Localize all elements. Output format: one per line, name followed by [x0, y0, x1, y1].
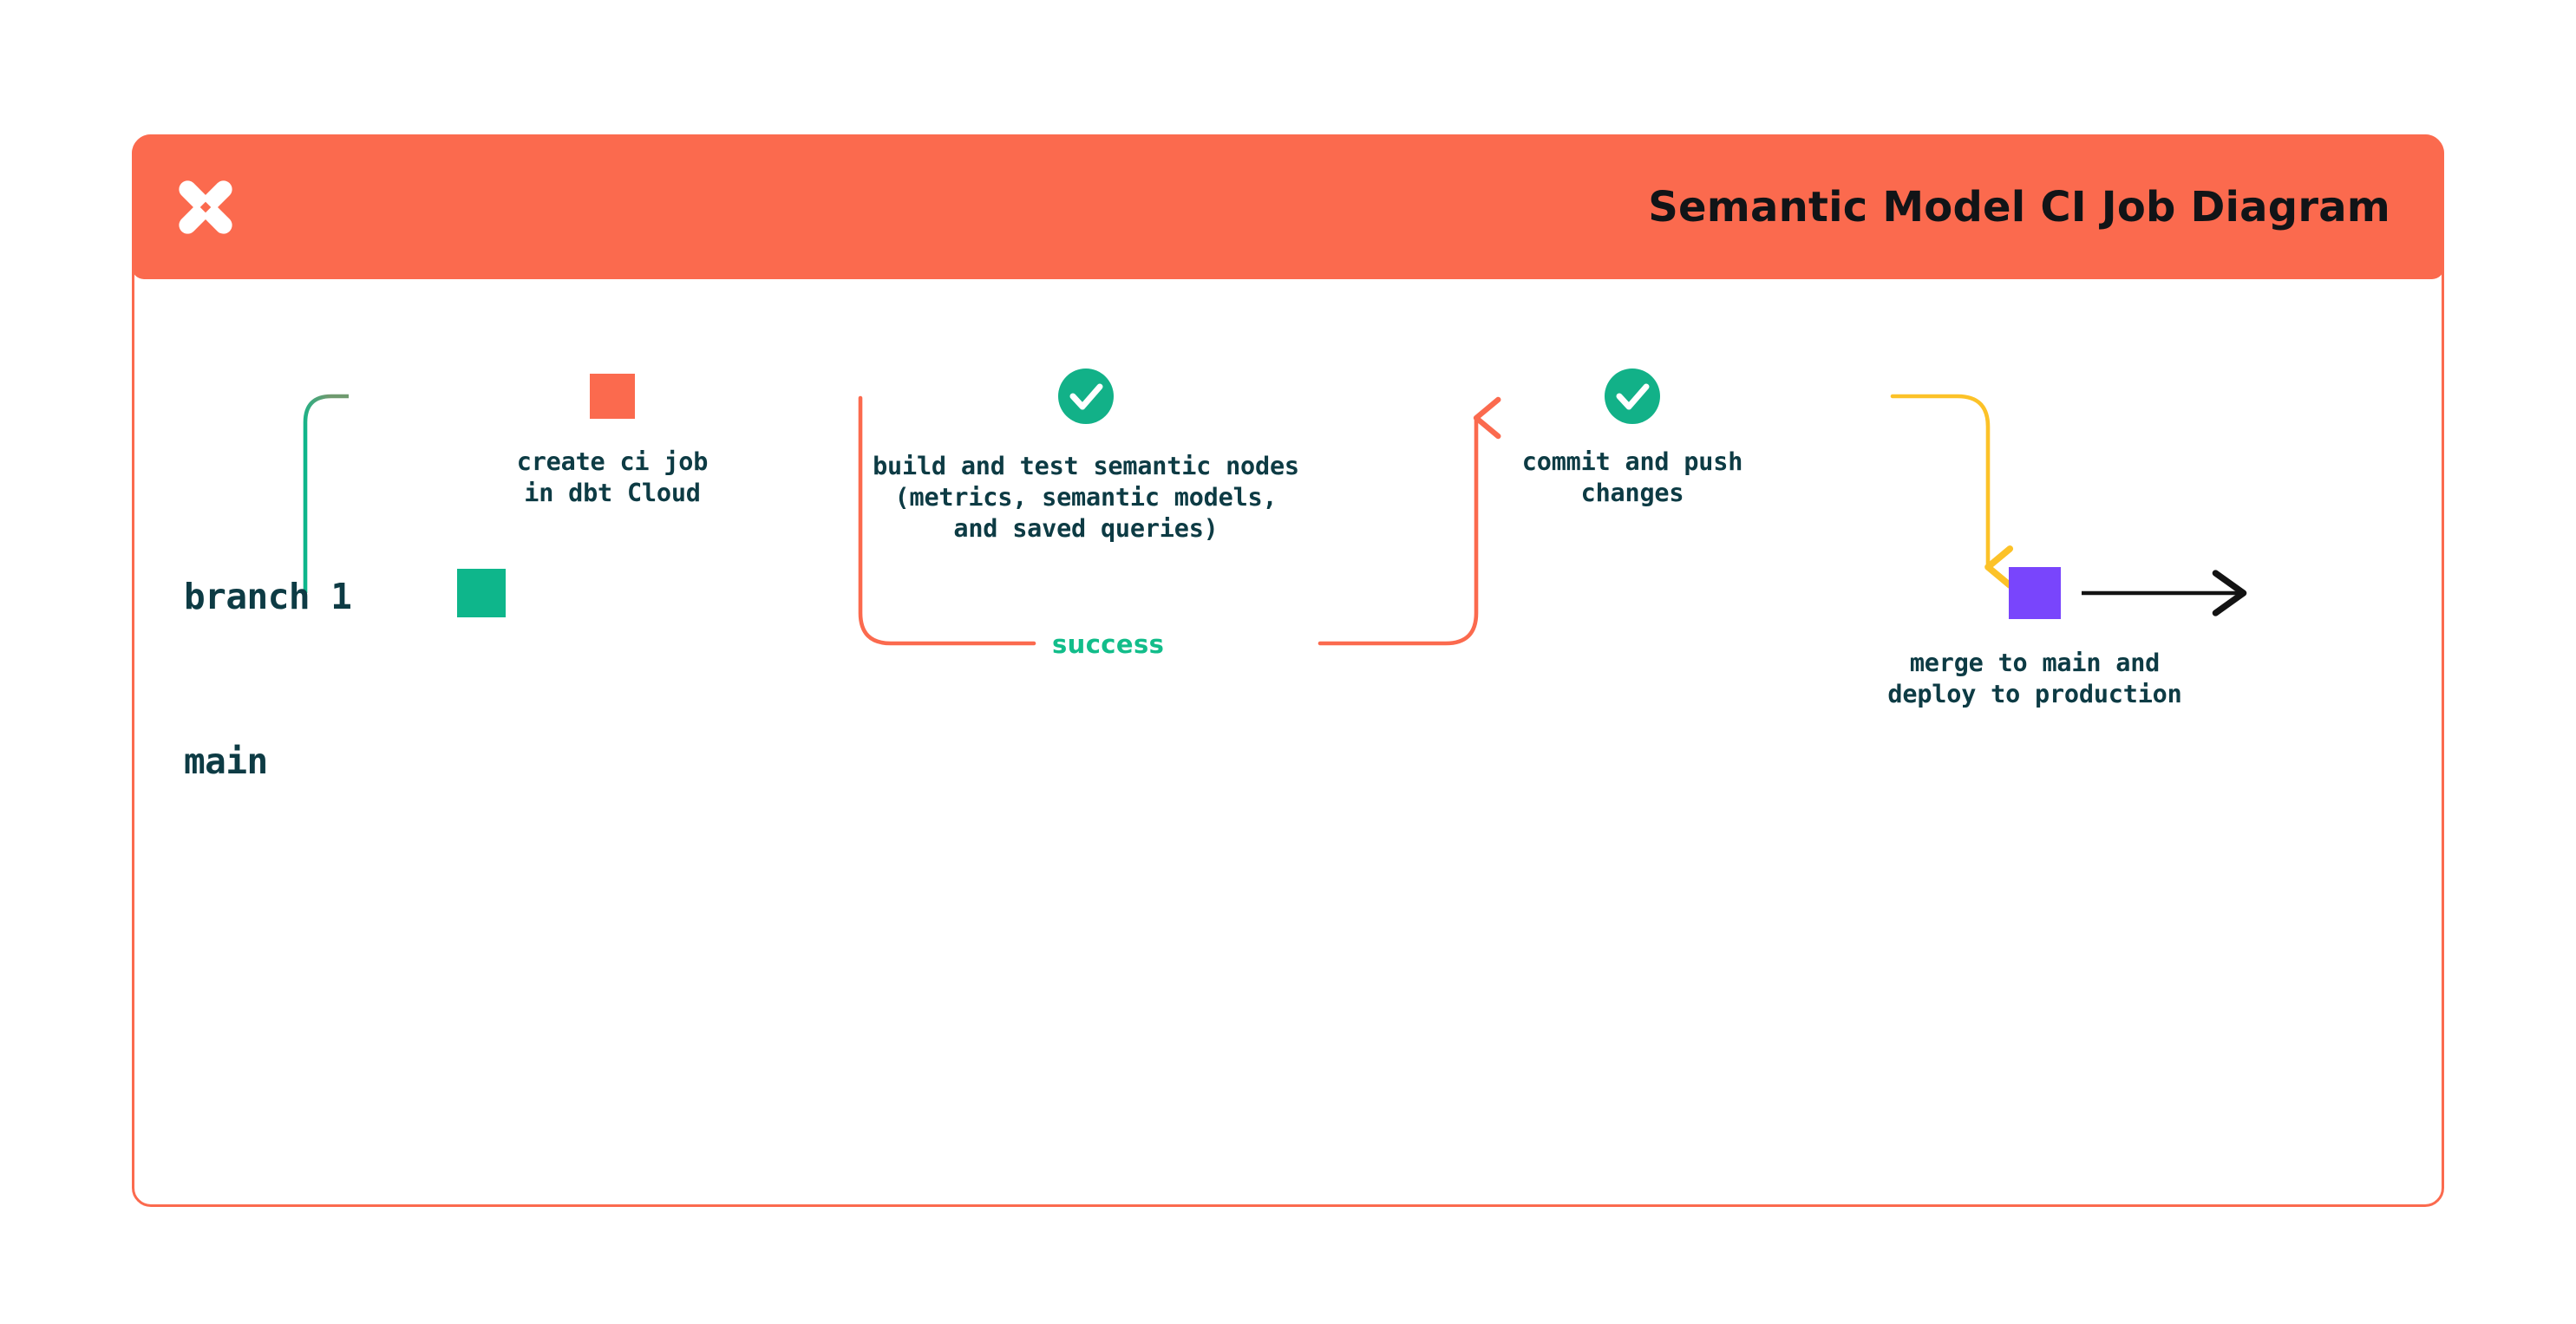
diagram-body: branch 1 main create ci job in dbt Cloud…: [132, 279, 2444, 1207]
node-label-build-and-test: build and test semantic nodes (metrics, …: [873, 452, 1299, 544]
page-title: Semantic Model CI Job Diagram: [1648, 182, 2390, 232]
card-header: Semantic Model CI Job Diagram: [132, 134, 2444, 279]
diagram-svg: [303, 369, 2247, 646]
branch-rise-line: [303, 394, 349, 593]
dbt-x-logo-icon: [172, 173, 239, 241]
node-label-create-ci-job: create ci job in dbt Cloud: [516, 447, 709, 508]
node-marker-main-start[interactable]: [457, 569, 506, 617]
lane-label-branch-1: branch 1: [184, 576, 352, 617]
node-label-merge-to-main: merge to main and deploy to production: [1887, 649, 2182, 709]
node-marker-build-and-test[interactable]: [1058, 369, 1114, 424]
diagram-card: Semantic Model CI Job Diagram: [132, 134, 2444, 1207]
merge-drop-line: [1890, 394, 2014, 589]
retry-loop-left: [858, 395, 1036, 646]
node-marker-commit-and-push[interactable]: [1605, 369, 1660, 424]
node-label-commit-and-push: commit and push changes: [1521, 447, 1743, 508]
card-border: [132, 134, 2444, 1207]
edge-label-success: success: [1041, 629, 1176, 659]
retry-loop-right: [1317, 396, 1501, 646]
node-marker-create-ci-job[interactable]: [590, 374, 635, 419]
lane-label-main: main: [184, 740, 268, 782]
node-marker-merge-to-main[interactable]: [2009, 567, 2061, 619]
